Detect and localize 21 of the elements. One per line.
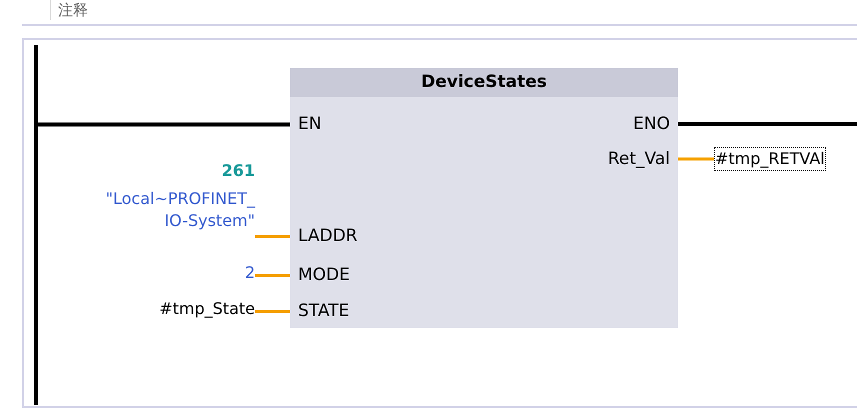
connection-line — [255, 310, 290, 313]
power-line — [38, 122, 290, 126]
connection-line — [678, 158, 714, 160]
operand-text: #tmp_RETVAl — [715, 148, 825, 170]
pin-label: STATE — [290, 300, 350, 323]
pin-label: EN — [290, 113, 322, 136]
pin-label: MODE — [290, 264, 350, 287]
operand-text: #tmp_State — [159, 298, 255, 320]
pin-label: ENO — [633, 113, 678, 135]
connection-line — [255, 274, 290, 277]
block-title: DeviceStates — [290, 68, 678, 97]
operand-text: "Local~PROFINET_ IO-System" — [104, 188, 255, 232]
power-line — [678, 122, 857, 126]
pin-label: Ret_Val — [608, 148, 678, 170]
comment-text: 注释 — [58, 1, 88, 20]
connection-line — [255, 235, 290, 238]
pin-label: LADDR — [290, 225, 358, 248]
operand-text: 2 — [244, 262, 255, 284]
function-block — [290, 68, 678, 328]
address-value: 261 — [220, 160, 255, 182]
power-rail — [34, 45, 38, 405]
